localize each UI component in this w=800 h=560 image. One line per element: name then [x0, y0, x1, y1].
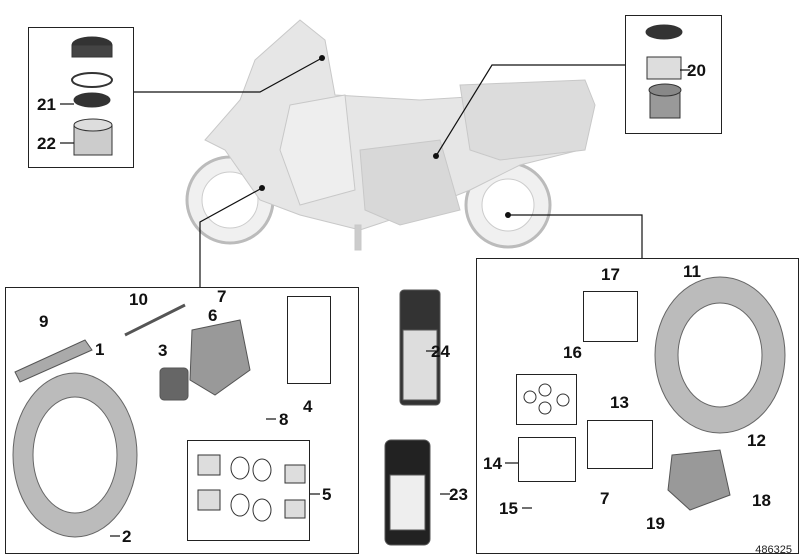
- part-label-6[interactable]: 6: [208, 306, 218, 325]
- part-5-seals: [197, 454, 306, 522]
- part-label-2[interactable]: 2: [122, 527, 132, 546]
- sub-box-part-14: [518, 437, 576, 482]
- motorcycle-illustration: [185, 19, 596, 251]
- callout-box-master-cylinder-rear: [625, 15, 722, 134]
- callout-box-master-cylinder-front: [28, 27, 134, 168]
- part-label-22[interactable]: 22: [37, 134, 56, 153]
- label-leaders: [60, 69, 690, 537]
- part-label-18[interactable]: 18: [752, 491, 771, 510]
- part-label-5[interactable]: 5: [322, 485, 332, 504]
- part-label-10[interactable]: 10: [129, 290, 148, 309]
- part-16-seals: [523, 383, 570, 415]
- part-label-3[interactable]: 3: [158, 341, 168, 360]
- sub-box-part-17: [583, 291, 638, 342]
- sub-box-part-13: [587, 420, 653, 469]
- part-label-14[interactable]: 14: [483, 454, 502, 473]
- sub-box-part-16: [516, 374, 577, 425]
- front-brake-disc: [12, 372, 138, 538]
- part-label-7[interactable]: 7: [217, 287, 227, 306]
- part-label-1[interactable]: 1: [95, 340, 105, 359]
- part-label-4[interactable]: 4: [303, 397, 313, 416]
- part-20: [645, 24, 683, 119]
- leader-lines: [133, 57, 643, 287]
- part-label-9[interactable]: 9: [39, 312, 49, 331]
- sub-box-part-4: [287, 296, 331, 384]
- grease-tube: [14, 339, 93, 383]
- part-label-7-rear[interactable]: 7: [600, 489, 610, 508]
- part-label-13[interactable]: 13: [610, 393, 629, 412]
- part-label-8[interactable]: 8: [279, 410, 289, 429]
- part-label-15[interactable]: 15: [499, 499, 518, 518]
- document-number: 486325: [755, 544, 792, 556]
- part-label-24[interactable]: 24: [431, 342, 450, 361]
- part-label-16[interactable]: 16: [563, 343, 582, 362]
- part-label-23[interactable]: 23: [449, 485, 468, 504]
- sub-box-part-5: [187, 440, 310, 541]
- part-label-12[interactable]: 12: [747, 431, 766, 450]
- parts-21-22: [71, 36, 113, 156]
- rear-brake-disc: [654, 276, 786, 434]
- part-label-21[interactable]: 21: [37, 95, 56, 114]
- part-label-11[interactable]: 11: [683, 262, 701, 281]
- part-label-20[interactable]: 20: [687, 61, 706, 80]
- part-label-17[interactable]: 17: [601, 265, 620, 284]
- part-label-19[interactable]: 19: [646, 514, 665, 533]
- callout-box-front-brake: [5, 287, 359, 554]
- callout-box-rear-brake: [476, 258, 799, 554]
